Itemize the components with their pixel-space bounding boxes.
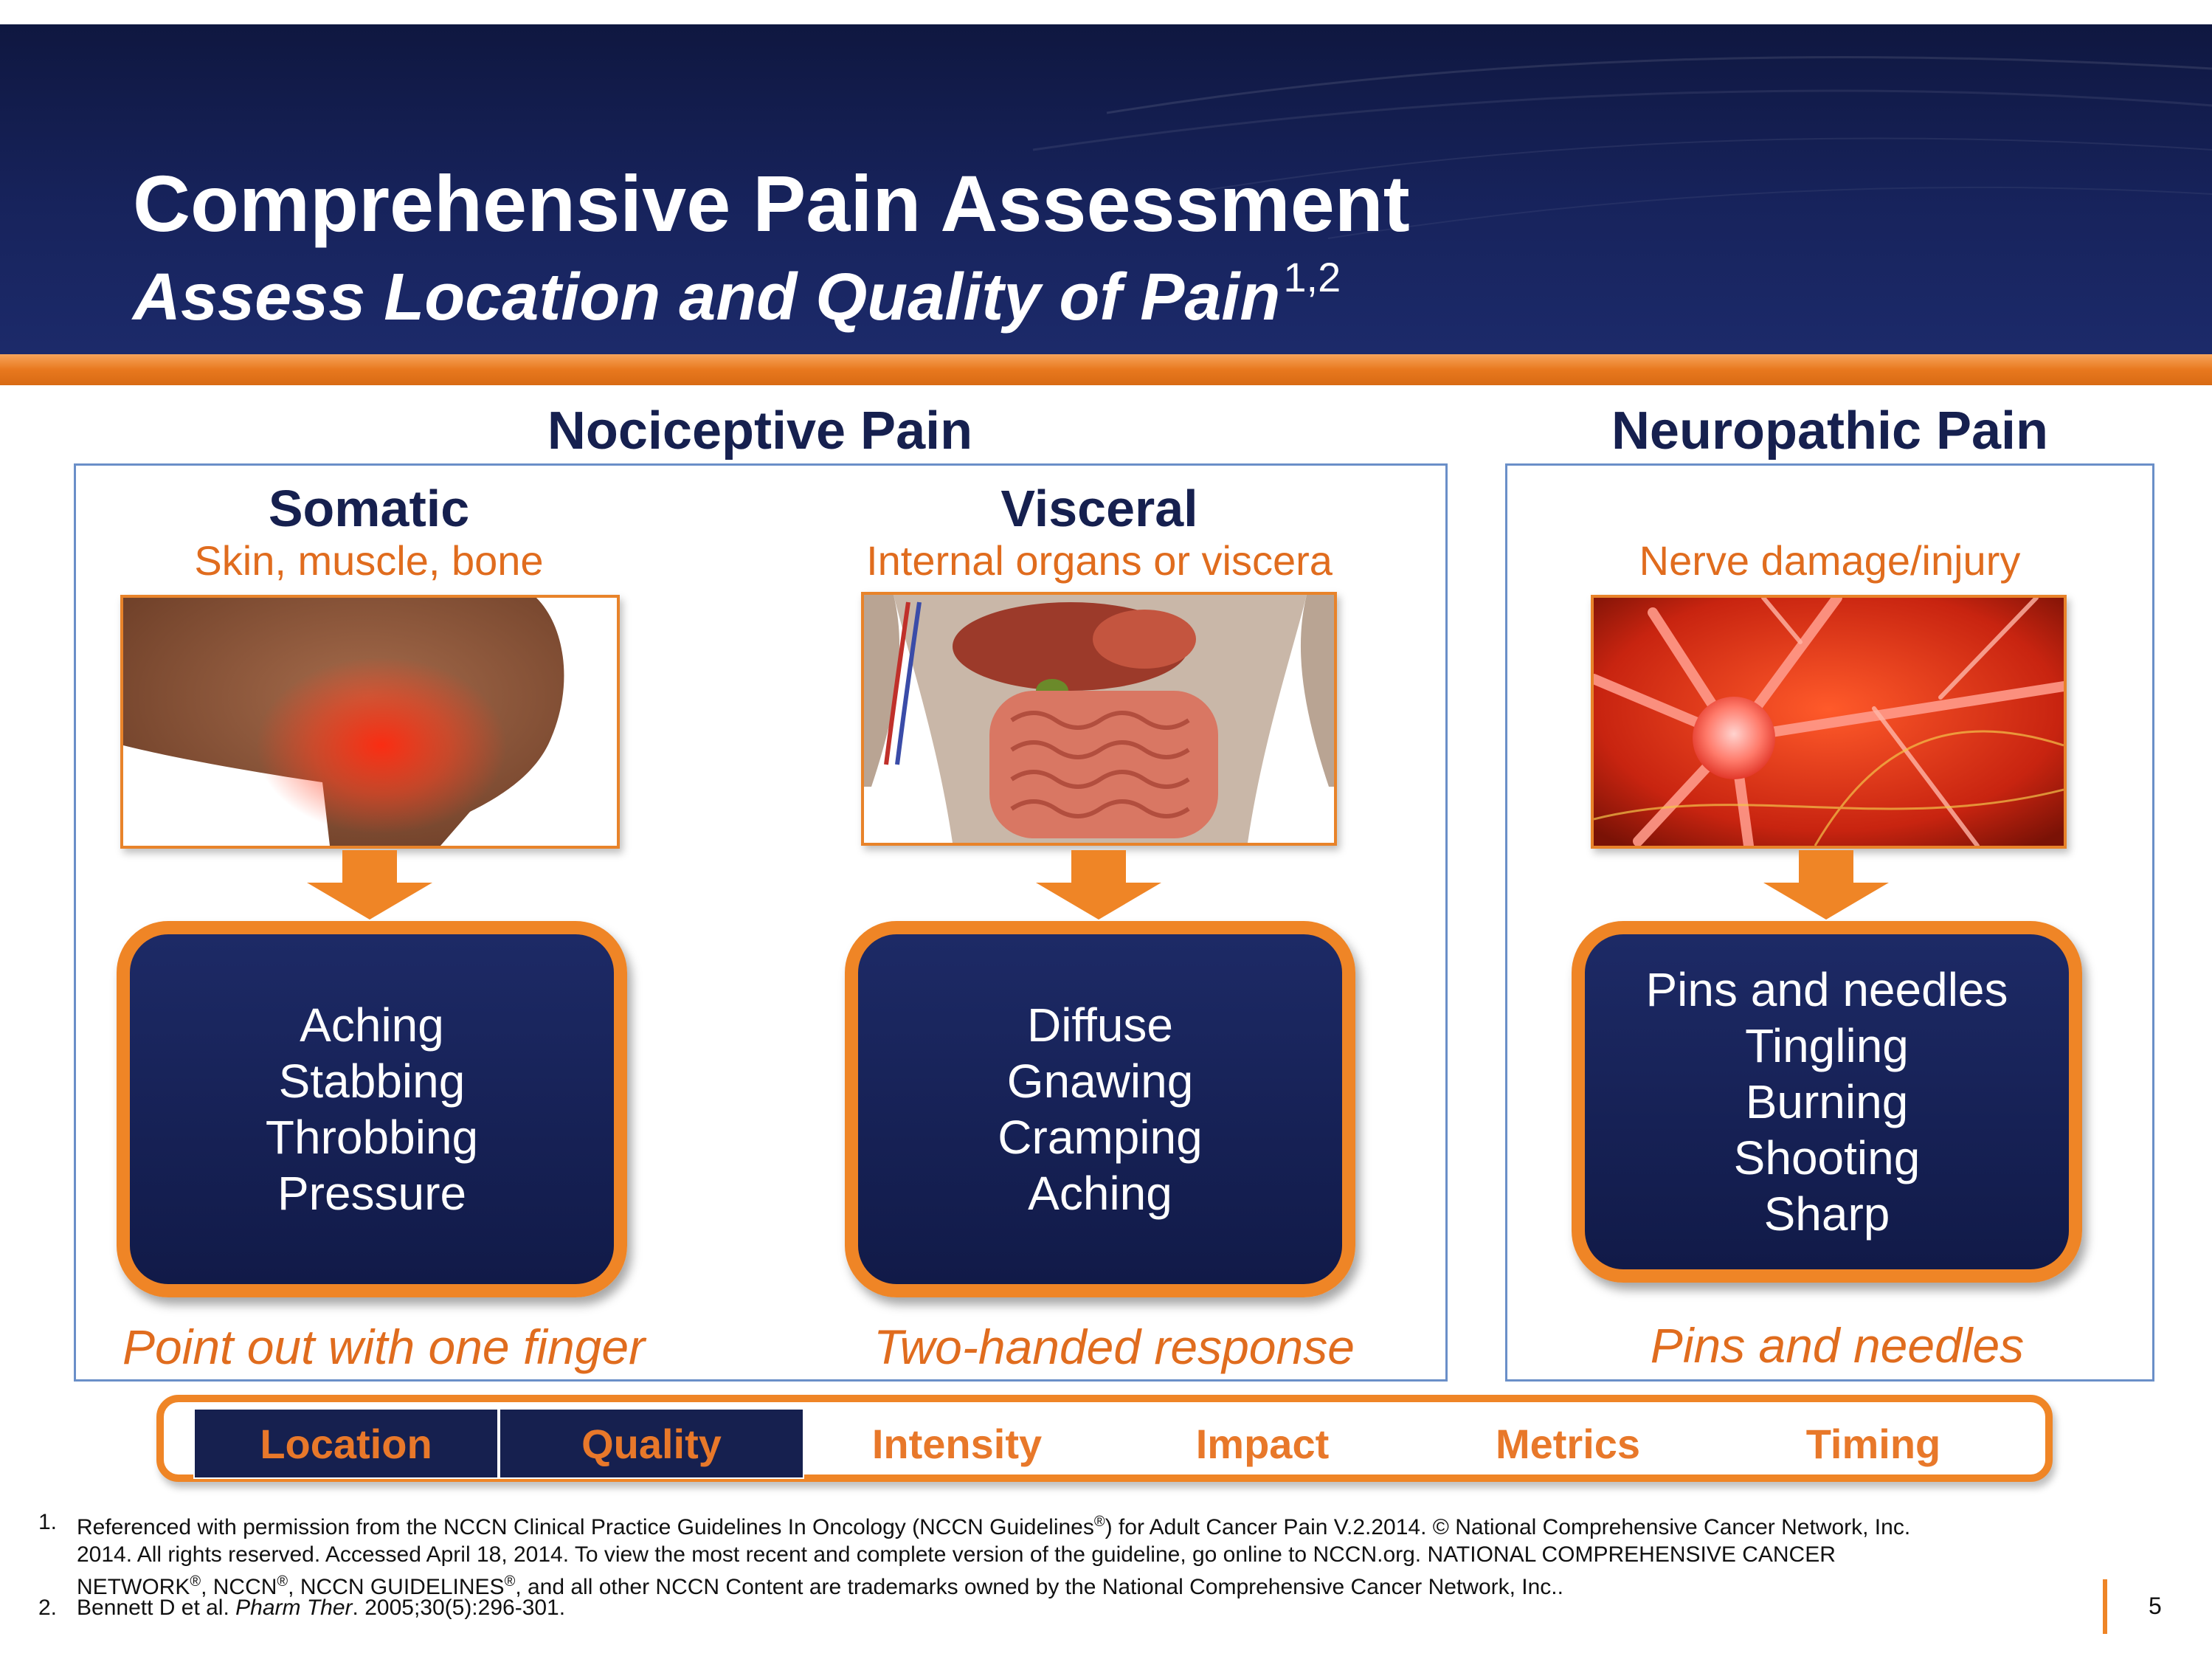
reference-text: , NCCN [201, 1575, 277, 1599]
reference-text: . 2005;30(5):296-301. [352, 1596, 566, 1620]
visceral-hint: Two-handed response [874, 1320, 1355, 1374]
neuropathic-qualities-box: Pins and needles Tingling Burning Shooti… [1572, 921, 2082, 1283]
neuropathic-arrow-icon [1763, 850, 1889, 920]
registered-mark: ® [190, 1573, 201, 1590]
visceral-qualities-box: Diffuse Gnawing Cramping Aching [845, 921, 1355, 1297]
neuropathic-quality-item: Burning [1745, 1075, 1909, 1128]
neuron-image [1594, 598, 2064, 846]
visceral-heading: Visceral [1000, 480, 1198, 537]
neuropathic-image [1591, 595, 2067, 849]
somatic-quality-item: Throbbing [265, 1111, 479, 1164]
neuropathic-subtitle: Nerve damage/injury [1639, 537, 2021, 584]
neuropathic-quality-item: Sharp [1763, 1187, 1890, 1241]
neuropathic-heading: Neuropathic Pain [1611, 401, 2049, 461]
somatic-qualities-box: Aching Stabbing Throbbing Pressure [117, 921, 627, 1297]
reference-number: 1. [38, 1510, 58, 1534]
tab-quality[interactable]: Quality [499, 1408, 804, 1479]
somatic-subtitle: Skin, muscle, bone [194, 537, 544, 584]
somatic-quality-item: Aching [300, 998, 444, 1052]
page-number-divider [2103, 1579, 2107, 1634]
journal-title: Pharm Ther [235, 1596, 353, 1620]
somatic-quality-item: Pressure [277, 1167, 467, 1220]
somatic-image [120, 595, 620, 849]
header-swoosh-decoration [1032, 55, 2212, 239]
tab-metrics[interactable]: Metrics [1495, 1420, 1641, 1467]
visceral-image [861, 592, 1337, 846]
tab-timing[interactable]: Timing [1805, 1420, 1941, 1467]
visceral-arrow-icon [1036, 850, 1161, 920]
neuropathic-quality-item: Shooting [1733, 1131, 1921, 1184]
reference-text: Bennett D et al. [77, 1596, 236, 1620]
reference-text: Referenced with permission from the NCCN… [77, 1515, 1094, 1539]
slide-subtitle: Assess Location and Quality of Pain1,2 [133, 257, 1341, 331]
reference-text: ) for Adult Cancer Pain V.2.2014. © Nati… [1105, 1515, 1911, 1539]
somatic-heading: Somatic [268, 480, 470, 537]
reference-text: , NCCN GUIDELINES [288, 1575, 505, 1599]
somatic-arrow-icon [307, 850, 432, 920]
subtitle-text: Assess Location and Quality of Pain [133, 261, 1281, 334]
tab-intensity[interactable]: Intensity [871, 1420, 1043, 1467]
reference-1-line-3: NETWORK®, NCCN®, NCCN GUIDELINES®, and a… [77, 1568, 2157, 1601]
slide-title: Comprehensive Pain Assessment [133, 159, 1410, 248]
neuropathic-hint: Pins and needles [1650, 1318, 2025, 1373]
visceral-quality-item: Cramping [998, 1111, 1203, 1164]
visceral-quality-item: Diffuse [1026, 998, 1174, 1052]
page-number: 5 [2149, 1593, 2162, 1619]
visceral-quality-item: Gnawing [1006, 1055, 1194, 1108]
neuropathic-quality-item: Tingling [1745, 1019, 1909, 1072]
registered-mark: ® [277, 1573, 288, 1590]
tab-impact[interactable]: Impact [1195, 1420, 1330, 1467]
reference-1-line-1: Referenced with permission from the NCCN… [77, 1508, 2157, 1541]
reference-1-line-2: 2014. All rights reserved. Accessed Apri… [77, 1542, 1836, 1567]
nociceptive-heading: Nociceptive Pain [547, 401, 973, 461]
knee-pain-image [123, 598, 564, 846]
assessment-steps-nav: Location Quality Intensity Impact Metric… [156, 1395, 2053, 1482]
registered-mark: ® [1093, 1514, 1105, 1530]
reference-text: NETWORK [77, 1575, 190, 1599]
tab-location[interactable]: Location [193, 1408, 499, 1479]
header-orange-stripe [0, 354, 2212, 385]
visceral-quality-item: Aching [1028, 1167, 1172, 1220]
registered-mark: ® [504, 1573, 516, 1590]
neuropathic-quality-item: Pins and needles [1645, 963, 2008, 1016]
visceral-subtitle: Internal organs or viscera [866, 537, 1333, 584]
reference-text: , and all other NCCN Content are tradema… [515, 1575, 1563, 1599]
header-banner [0, 24, 2212, 354]
somatic-hint: Point out with one finger [122, 1320, 646, 1374]
abdominal-organs-image [864, 595, 1334, 843]
somatic-quality-item: Stabbing [278, 1055, 466, 1108]
subtitle-reference-marks: 1,2 [1283, 254, 1341, 300]
reference-number: 2. [38, 1596, 58, 1620]
